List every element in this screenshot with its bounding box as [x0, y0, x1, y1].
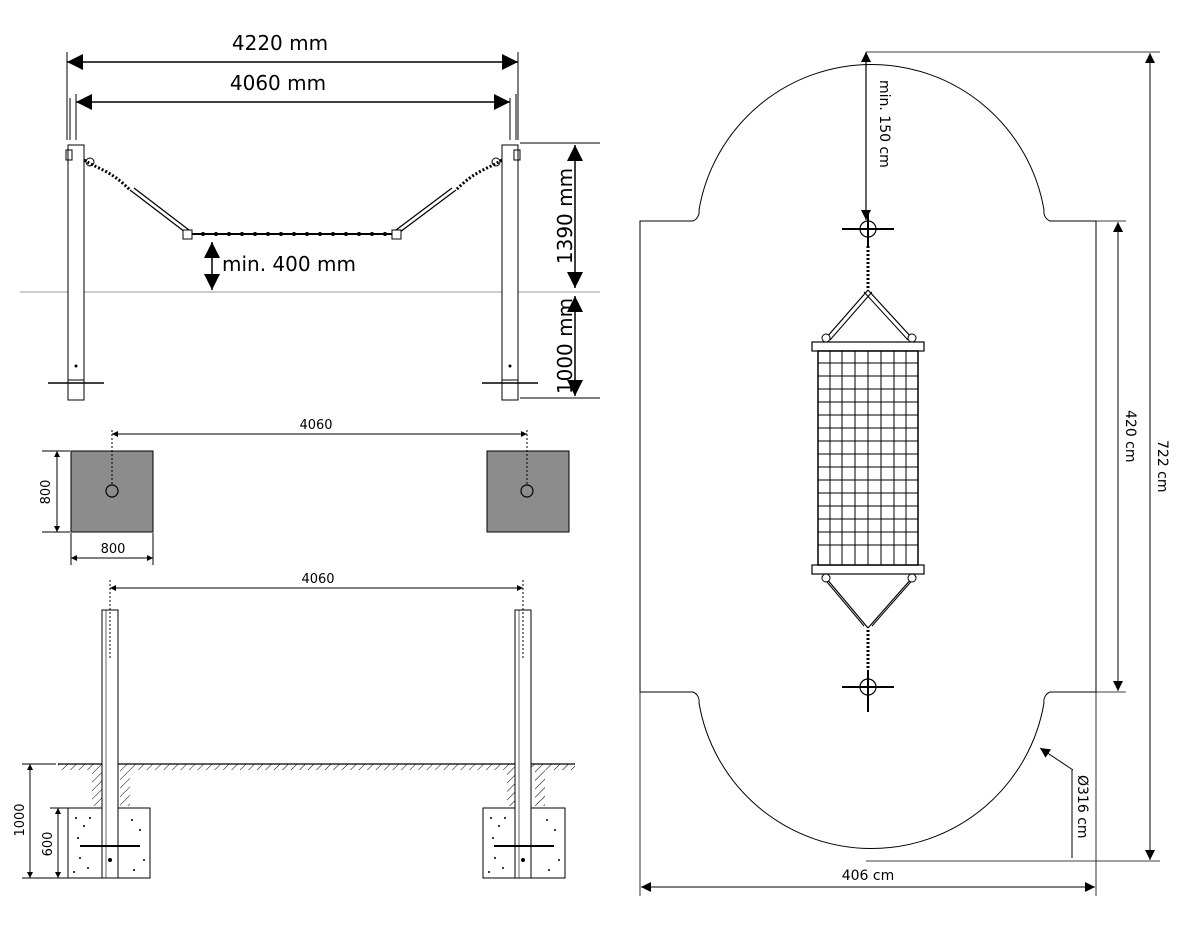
right-post: [482, 94, 538, 401]
dim-section-spacing: 4060: [301, 572, 334, 587]
hammock-ropes: [83, 157, 503, 233]
net-plan: [811, 333, 925, 583]
left-post: [48, 94, 104, 401]
dim-post-spacing: 4060 mm: [230, 71, 326, 95]
dim-total-length: 722 cm: [1154, 440, 1170, 493]
dim-depth: 1000 mm: [553, 298, 577, 394]
footing-right: [486, 450, 570, 533]
foundation-section: 4060 1000 600: [13, 572, 575, 879]
footing-left: [70, 450, 154, 533]
dim-plan-spacing: 4060: [299, 418, 332, 433]
foundation-plan: 4060 800 800: [39, 418, 570, 565]
anchor-top: [842, 212, 894, 290]
anchor-bottom: [842, 630, 894, 712]
dim-embed-depth: 1000: [13, 803, 28, 836]
dim-footing-width: 800: [101, 542, 126, 557]
dim-concrete-depth: 600: [41, 832, 56, 857]
side-elevation: 4220 mm 4060 mm 1390 mm 1000 mm min. 400…: [20, 31, 600, 401]
dim-clearance: min. 400 mm: [222, 252, 356, 276]
safety-zone-plan: min. 150 cm: [639, 51, 1170, 896]
dim-width: 406 cm: [842, 868, 895, 884]
min-clearance-label: min. 150 cm: [876, 80, 892, 168]
dim-footing-depth: 800: [39, 480, 54, 505]
dim-straight-length: 420 cm: [1122, 410, 1138, 463]
hammock-net: [182, 229, 402, 240]
dim-end-diameter: Ø316 cm: [1074, 775, 1090, 839]
dim-height: 1390 mm: [553, 168, 577, 264]
dim-overall-width: 4220 mm: [232, 31, 328, 55]
